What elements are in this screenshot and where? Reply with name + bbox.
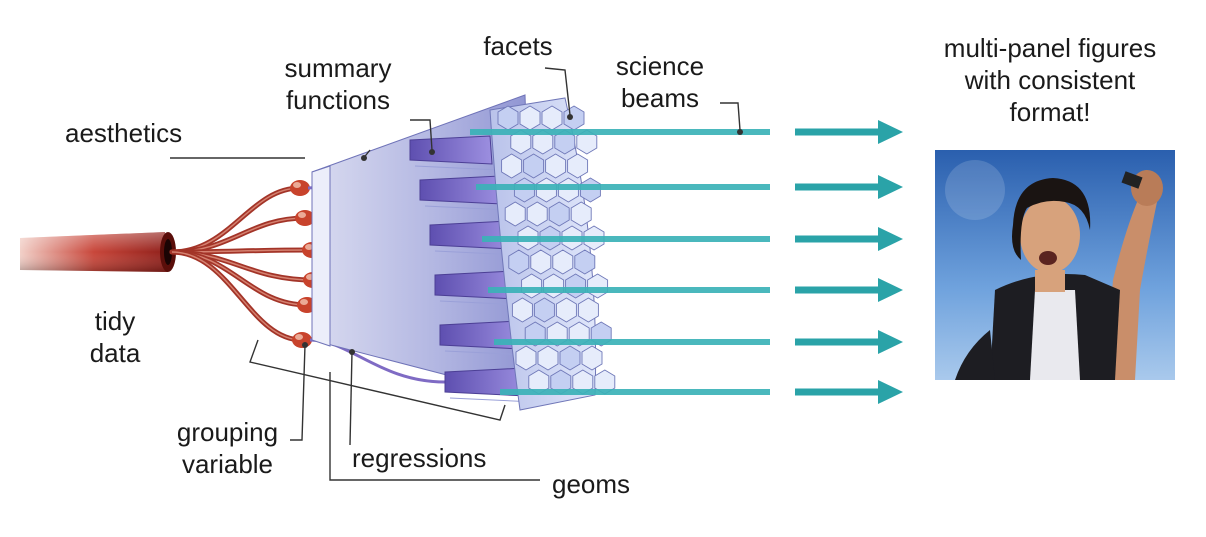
leader-dot — [429, 149, 435, 155]
leader-dot — [361, 155, 367, 161]
grouping-node-shine — [305, 244, 313, 250]
grouping-node — [292, 332, 312, 348]
facet-cell — [559, 345, 581, 371]
leader-dot — [737, 129, 743, 135]
tidy-data-hose — [20, 232, 176, 272]
cone-rib — [414, 165, 501, 171]
bracket-geoms — [329, 372, 540, 481]
facet-cell — [555, 297, 577, 323]
label-science-line2: beams — [620, 83, 700, 113]
label-leaders — [170, 67, 743, 481]
facet-cell — [581, 345, 603, 371]
label-summary-functions: summary functions — [268, 52, 408, 116]
facet-cell — [515, 345, 537, 371]
facet-cell — [552, 249, 574, 275]
facet-cell — [530, 249, 552, 275]
leader-dot — [349, 349, 355, 355]
facet-cell — [523, 153, 545, 179]
beam-arrow-head — [878, 278, 903, 302]
facet-cell — [533, 297, 555, 323]
label-tidy-line2: data — [89, 338, 141, 368]
facet-cell — [501, 153, 523, 179]
facet-cell — [545, 153, 567, 179]
photo-illustration — [935, 150, 1175, 380]
label-tidy-data: tidy data — [70, 305, 160, 369]
label-regressions: regressions — [352, 443, 487, 473]
leader-regressions — [349, 351, 353, 446]
label-result: multi-panel figures with consistent form… — [920, 32, 1180, 128]
grouping-node-shine — [293, 182, 301, 188]
beam-arrow-head — [878, 120, 903, 144]
label-geoms: geoms — [552, 469, 631, 499]
label-grouping-variable: grouping variable — [160, 416, 295, 480]
beam-arrow-head — [878, 227, 903, 251]
facet-cell — [570, 201, 592, 227]
facet-cell — [537, 345, 559, 371]
facet-cell — [554, 129, 576, 155]
facet-cell — [508, 249, 530, 275]
label-science-line1: science — [615, 51, 705, 81]
leader-facets — [544, 67, 571, 116]
label-summary-line2: functions — [285, 85, 391, 115]
label-facets: facets — [483, 31, 553, 61]
leader-beams — [720, 102, 741, 131]
label-result-line3: format! — [1009, 97, 1091, 127]
science-beams — [470, 120, 903, 404]
grouping-node-shine — [300, 299, 308, 305]
beam-arrow-head — [878, 330, 903, 354]
leader-dot — [567, 114, 573, 120]
label-summary-line1: summary — [284, 53, 392, 83]
label-grouping-line2: variable — [181, 449, 274, 479]
leader-grouping — [290, 344, 306, 441]
grouping-node-shine — [295, 334, 303, 340]
grouping-node-shine — [298, 212, 306, 218]
summary-tube — [409, 135, 493, 165]
leader-summary — [410, 119, 433, 151]
facet-cell — [567, 153, 589, 179]
label-result-line2: with consistent — [964, 65, 1136, 95]
facet-cell — [504, 201, 526, 227]
label-science-beams: science beams — [600, 50, 720, 114]
grouping-node — [290, 180, 310, 196]
beam-arrow-head — [878, 380, 903, 404]
label-result-line1: multi-panel figures — [943, 33, 1157, 63]
label-aesthetics: aesthetics — [65, 118, 183, 148]
data-fiber-highlight — [171, 251, 303, 341]
facet-cell — [510, 129, 532, 155]
label-tidy-line1: tidy — [94, 306, 136, 336]
label-grouping-line1: grouping — [176, 417, 279, 447]
facet-cell — [548, 201, 570, 227]
facet-cell — [526, 201, 548, 227]
summary-tubes — [409, 135, 536, 403]
cheering-person-photo — [935, 150, 1175, 380]
beam-arrow-head — [878, 175, 903, 199]
leader-dot — [302, 342, 308, 348]
cone-rib — [424, 205, 511, 211]
facet-cell — [532, 129, 554, 155]
bracket-regressions — [249, 339, 506, 421]
facet-cell — [574, 249, 596, 275]
facet-cell — [577, 297, 599, 323]
facet-cell — [511, 297, 533, 323]
facet-cell — [576, 129, 598, 155]
